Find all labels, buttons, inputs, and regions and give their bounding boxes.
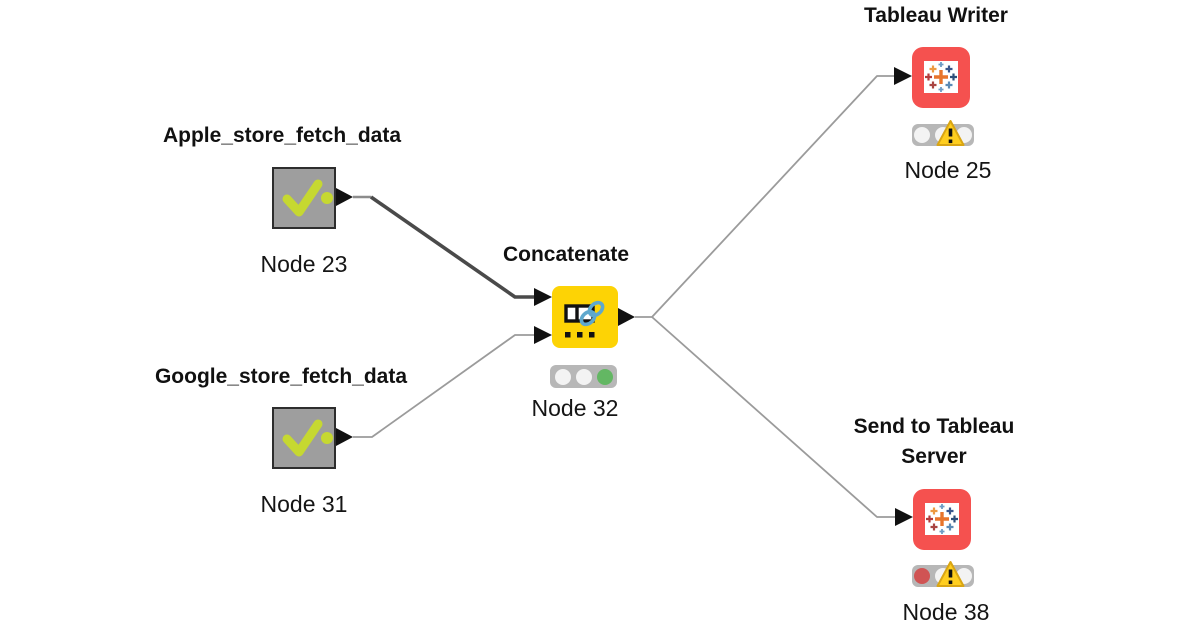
node-title-apple[interactable]: Apple_store_fetch_data: [162, 124, 402, 147]
connection-apple-concatenate[interactable]: [369, 195, 534, 299]
node-title-tableau-writer[interactable]: Tableau Writer: [864, 4, 1008, 27]
warning-icon: [936, 120, 965, 146]
traffic-circle: [914, 127, 930, 143]
warning-icon: [936, 561, 965, 587]
connection-google-concatenate[interactable]: [353, 334, 534, 438]
traffic-circle: [596, 368, 613, 385]
node-title-tableau-server[interactable]: Send to Tableau Server: [853, 415, 1015, 468]
node-label-tableau-server[interactable]: Node 38: [902, 599, 990, 625]
tableau-sparkles: [926, 504, 958, 534]
connection-concatenate-tableau-server[interactable]: [651, 316, 896, 518]
traffic-light-concatenate: [550, 365, 617, 388]
node-title-concatenate[interactable]: Concatenate: [502, 243, 630, 266]
output-port-apple[interactable]: [336, 188, 353, 206]
node-apple-store-fetch-data[interactable]: [272, 167, 336, 229]
node-tableau-writer[interactable]: [912, 47, 970, 108]
connection-concatenate-tableau-writer[interactable]: [635, 75, 896, 318]
node-concatenate[interactable]: [552, 286, 618, 348]
output-port-google[interactable]: [336, 428, 353, 446]
node-google-store-fetch-data[interactable]: [272, 407, 336, 469]
traffic-light-tableau-writer: [912, 120, 974, 146]
tableau-logo-icon: [925, 503, 959, 535]
node-label-tableau-writer[interactable]: Node 25: [904, 157, 992, 183]
node-send-to-tableau-server[interactable]: [913, 489, 971, 550]
chain-link-icon: [564, 300, 605, 338]
node-label-google[interactable]: Node 31: [260, 491, 348, 517]
node-label-concatenate[interactable]: Node 32: [531, 395, 619, 421]
checkmark-icon: [282, 419, 333, 457]
checkmark-icon: [282, 179, 333, 217]
traffic-circle: [575, 368, 592, 385]
input-port-concatenate-bottom[interactable]: [534, 326, 552, 344]
tableau-sparkles: [925, 62, 957, 92]
traffic-circle: [554, 368, 571, 385]
input-port-tableau-server[interactable]: [895, 508, 913, 526]
traffic-circle: [914, 568, 930, 584]
input-port-concatenate-top[interactable]: [534, 288, 552, 306]
tableau-logo-icon: [924, 61, 958, 93]
node-title-google[interactable]: Google_store_fetch_data: [154, 365, 408, 388]
node-label-apple[interactable]: Node 23: [260, 251, 348, 277]
input-port-tableau-writer[interactable]: [894, 67, 912, 85]
output-port-concatenate[interactable]: [618, 308, 635, 326]
traffic-light-tableau-server: [912, 561, 974, 587]
